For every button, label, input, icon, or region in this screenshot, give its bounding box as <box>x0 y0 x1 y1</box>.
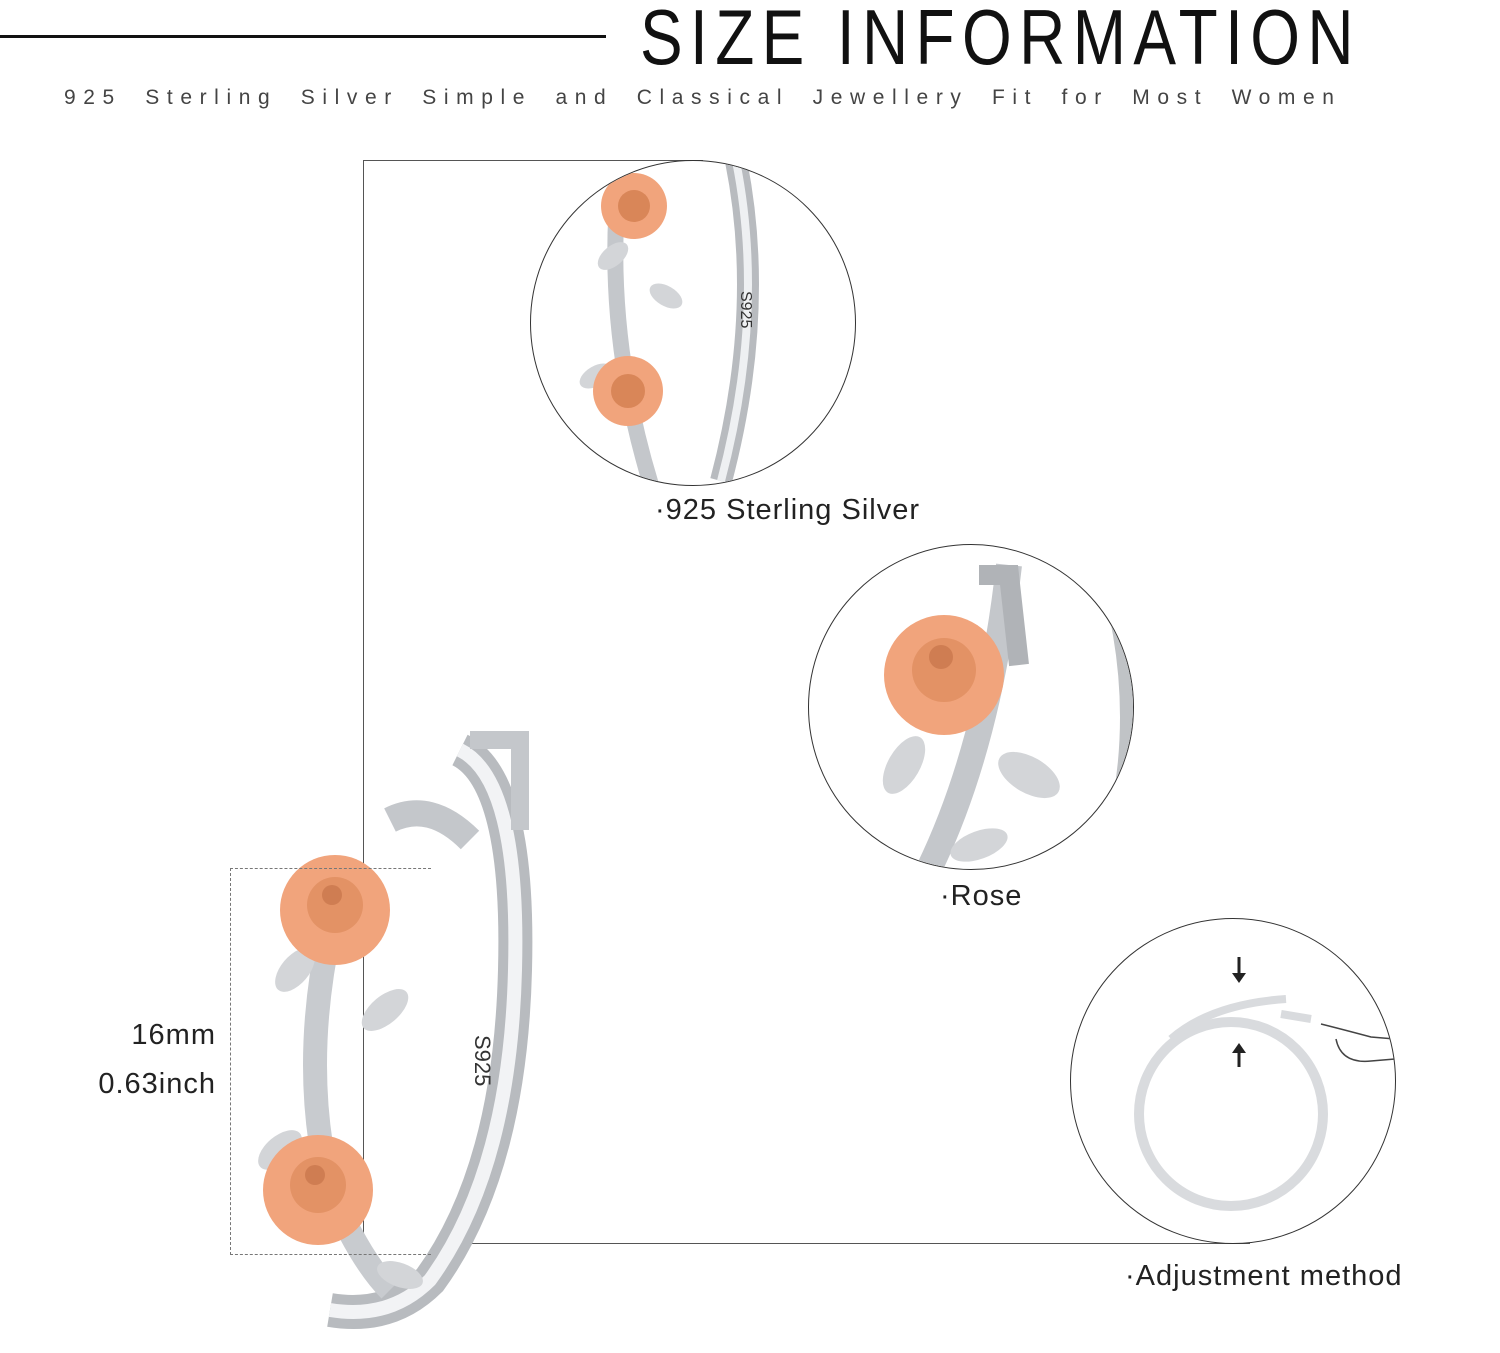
arrow-down-icon <box>1232 957 1246 983</box>
detail-circle-silver: S925 <box>530 160 856 486</box>
silver-closeup-image: S925 <box>579 161 759 485</box>
frame-line-vertical <box>363 160 364 1244</box>
detail-circle-adjustment <box>1070 918 1396 1244</box>
dimension-inch: 0.63inch <box>98 1068 216 1100</box>
rose-closeup-image <box>882 563 1133 869</box>
arrow-up-icon <box>1232 1043 1246 1067</box>
label-sterling-silver: ·925 Sterling Silver <box>655 494 920 526</box>
label-rose: ·Rose <box>940 880 1023 912</box>
page-title: SIZE INFORMATION <box>640 0 1361 81</box>
label-adjustment-method: ·Adjustment method <box>1125 1260 1403 1292</box>
dimension-mm: 16mm <box>131 1019 216 1051</box>
adjustment-diagram <box>1134 957 1395 1211</box>
s925-stamp-main: S925 <box>470 1035 495 1086</box>
finger-icon <box>1320 1023 1395 1063</box>
frame-line-bottom <box>470 1243 1250 1244</box>
s925-stamp: S925 <box>737 291 754 328</box>
title-rule <box>0 35 606 38</box>
dimension-bracket <box>230 868 431 1255</box>
detail-circle-rose <box>808 544 1134 870</box>
frame-line-top <box>363 160 703 161</box>
rose-hoop-earring-image: S925 <box>258 731 533 1329</box>
page-subtitle: 925 Sterling Silver Simple and Classical… <box>64 86 1342 109</box>
